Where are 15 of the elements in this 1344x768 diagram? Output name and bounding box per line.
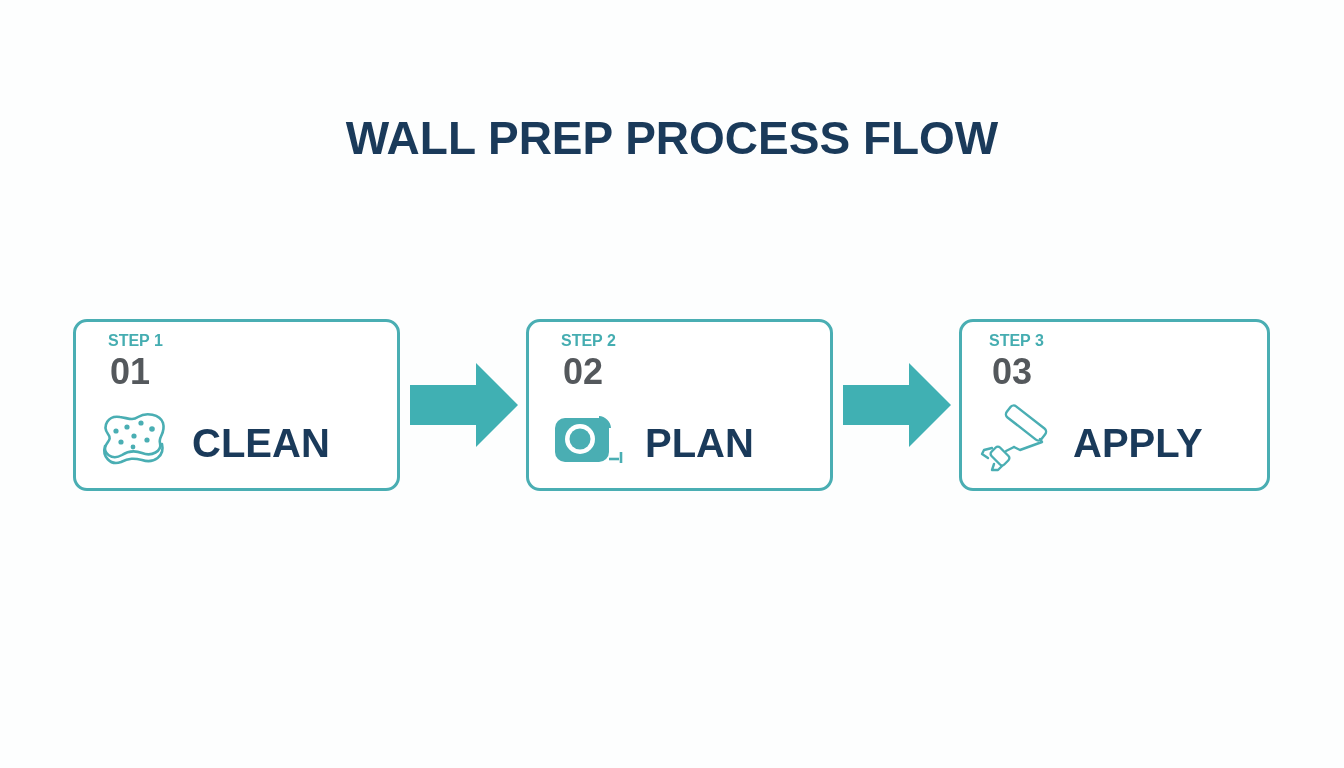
block-arrow [843, 363, 951, 447]
step-number: 03 [992, 354, 1033, 390]
step-title: CLEAN [192, 423, 330, 463]
diagram-title: WALL PREP PROCESS FLOW [345, 115, 999, 161]
block-arrow [410, 363, 518, 447]
process-box [73, 319, 400, 491]
step-title: PLAN [645, 423, 754, 463]
process-box [959, 319, 1270, 491]
step-label: STEP 3 [989, 333, 1044, 349]
process-box [526, 319, 833, 491]
step-number: 02 [563, 354, 604, 390]
step-number: 01 [110, 354, 151, 390]
step-label: STEP 1 [108, 333, 163, 349]
step-title: APPLY [1073, 423, 1203, 463]
step-label: STEP 2 [561, 333, 616, 349]
